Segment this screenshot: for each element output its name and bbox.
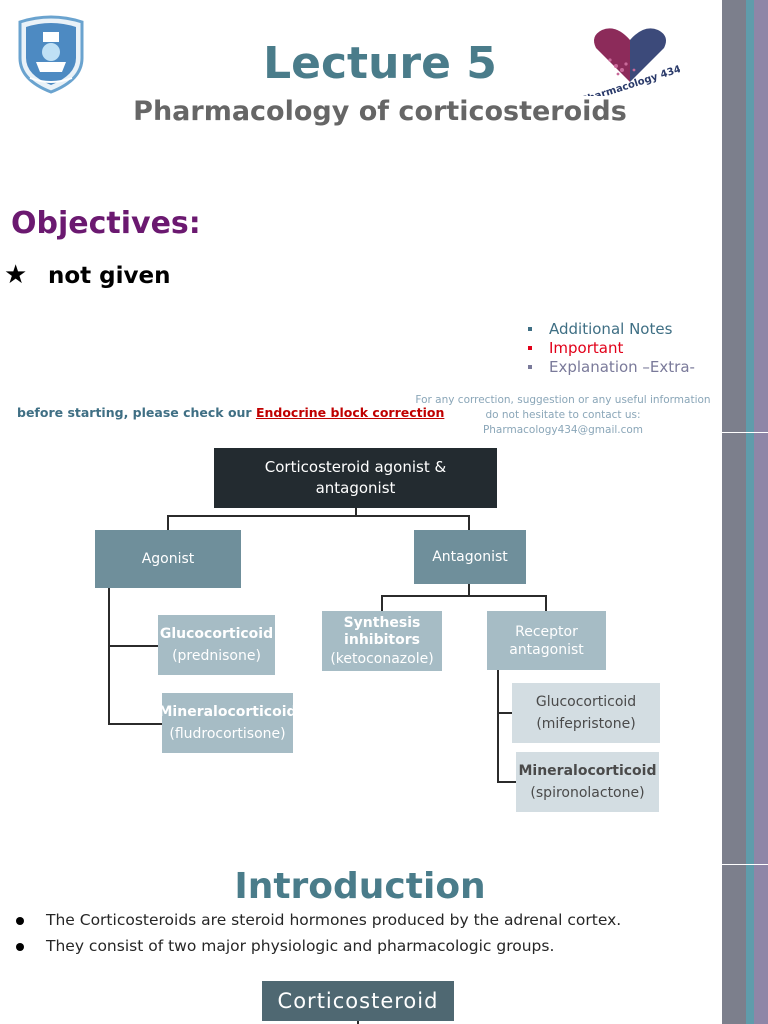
objectives-item: not given [48,263,171,289]
connector-line [355,508,357,516]
lecture-title: Lecture 5 [263,38,497,89]
corticosteroid-box: Corticosteroid [262,981,454,1021]
lecture-subtitle: Pharmacology of corticosteroids [133,96,627,127]
objectives-heading: Objectives: [11,206,201,241]
legend-important: Important [528,339,695,358]
antagonist-box: Antagonist [414,530,526,584]
stripe-divider [722,432,768,433]
intro-bullet: The Corticosteroids are steroid hormones… [46,911,622,929]
correction-link[interactable]: Endocrine block correction [255,405,445,420]
mineralocorticoid-antagonist-box: Mineralocorticoid (spironolactone) [516,752,659,812]
bullet-square-icon [528,346,532,350]
bullet-dot-icon [16,943,24,951]
side-stripe-gray [722,0,746,1024]
glucocorticoid-agonist-box: Glucocorticoid (prednisone) [158,615,275,675]
contact-info: For any correction, suggestion or any us… [415,394,711,436]
connector-line [497,781,517,783]
connector-line [108,588,110,725]
connector-line [545,595,547,611]
stripe-divider [722,864,768,865]
receptor-antagonist-box: Receptor antagonist [487,611,606,670]
introduction-heading: Introduction [234,866,486,907]
correction-notice: before starting, please check our Endocr… [17,405,445,420]
connector-line [108,645,159,647]
bullet-square-icon [528,327,532,331]
connector-line [381,595,383,611]
connector-line [468,584,470,596]
legend-explanation: Explanation –Extra- [528,358,695,377]
connector-line [497,712,513,714]
color-legend: Additional Notes Important Explanation –… [528,320,695,377]
synthesis-inhibitors-box: Synthesis inhibitors (ketoconazole) [322,611,442,671]
diagram-root-box: Corticosteroid agonist & antagonist [214,448,497,508]
side-stripe-teal [746,0,754,1024]
connector-line [167,515,169,530]
star-icon: ★ [4,260,28,290]
legend-additional-notes: Additional Notes [528,320,695,339]
connector-line [167,515,470,517]
connector-line [381,595,547,597]
bullet-dot-icon [16,917,24,925]
connector-line [468,515,470,530]
side-stripe-purple [754,0,768,1024]
bullet-square-icon [528,365,532,369]
agonist-box: Agonist [95,530,241,588]
connector-line [497,670,499,782]
connector-line [108,723,163,725]
glucocorticoid-antagonist-box: Glucocorticoid (mifepristone) [512,683,660,743]
mineralocorticoid-agonist-box: Mineralocorticoid (fludrocortisone) [159,693,297,753]
university-logo [14,14,88,94]
intro-bullet: They consist of two major physiologic an… [46,937,555,955]
connector-line [357,1021,359,1024]
